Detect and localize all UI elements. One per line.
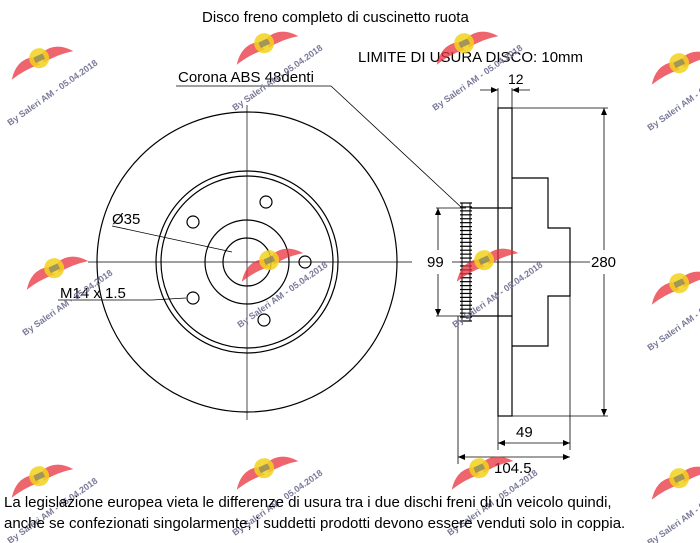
watermark-text: By Saleri AM - 05.04.2018 [645, 283, 700, 353]
bolt-hole-bottom-right [257, 313, 271, 327]
bolt-hole-bottom-left [186, 291, 200, 305]
winged-logo-icon [229, 444, 300, 492]
dim-hub-height: 49 [516, 424, 533, 441]
winged-logo-icon [449, 236, 520, 284]
bolt-hole-top-right [259, 195, 273, 209]
watermark-stamp: By Saleri AM - 05.04.2018 [644, 39, 700, 133]
footer-line-2: anche se confezionati singolarmente, i s… [4, 515, 626, 532]
dim-total-height: 104.5 [494, 460, 532, 477]
footer-line-1: La legislazione europea vieta le differe… [4, 494, 612, 511]
winged-logo-icon [4, 34, 75, 82]
watermark-text: By Saleri AM - 05.04.2018 [645, 63, 700, 133]
watermark-stamp: By Saleri AM - 05.04.2018 [234, 236, 329, 330]
dimension-arrows [435, 87, 607, 460]
dim-hub-diameter: 99 [427, 254, 444, 271]
front-centerlines [88, 105, 412, 420]
wear-limit-note: LIMITE DI USURA DISCO: 10mm [358, 49, 583, 66]
thread-label: M14 x 1.5 [60, 285, 126, 302]
bore-diameter-label: Ø35 [112, 211, 140, 228]
winged-logo-icon [234, 236, 305, 284]
winged-logo-icon [644, 39, 700, 87]
abs-ring-label: Corona ABS 48denti [178, 69, 314, 86]
bolt-hole-top-left [186, 215, 200, 229]
watermark-stamp: By Saleri AM - 05.04.2018 [4, 34, 99, 128]
footer-note: La legislazione europea vieta le differe… [4, 492, 700, 534]
front-leaders [58, 85, 463, 301]
dim-disc-diameter: 280 [591, 254, 616, 271]
drawing-title: Disco freno completo di cuscinetto ruota [202, 9, 469, 26]
winged-logo-icon [644, 259, 700, 307]
winged-logo-icon [229, 19, 300, 67]
abs-tooth-ring [460, 202, 472, 322]
dim-thickness: 12 [508, 71, 524, 87]
watermark-layer: By Saleri AM - 05.04.2018 By Saleri AM - … [4, 19, 700, 543]
watermark-stamp: By Saleri AM - 05.04.2018 [229, 19, 324, 113]
watermark-stamp: By Saleri AM - 05.04.2018 [644, 259, 700, 353]
watermark-stamp: By Saleri AM - 05.04.2018 [429, 19, 524, 113]
